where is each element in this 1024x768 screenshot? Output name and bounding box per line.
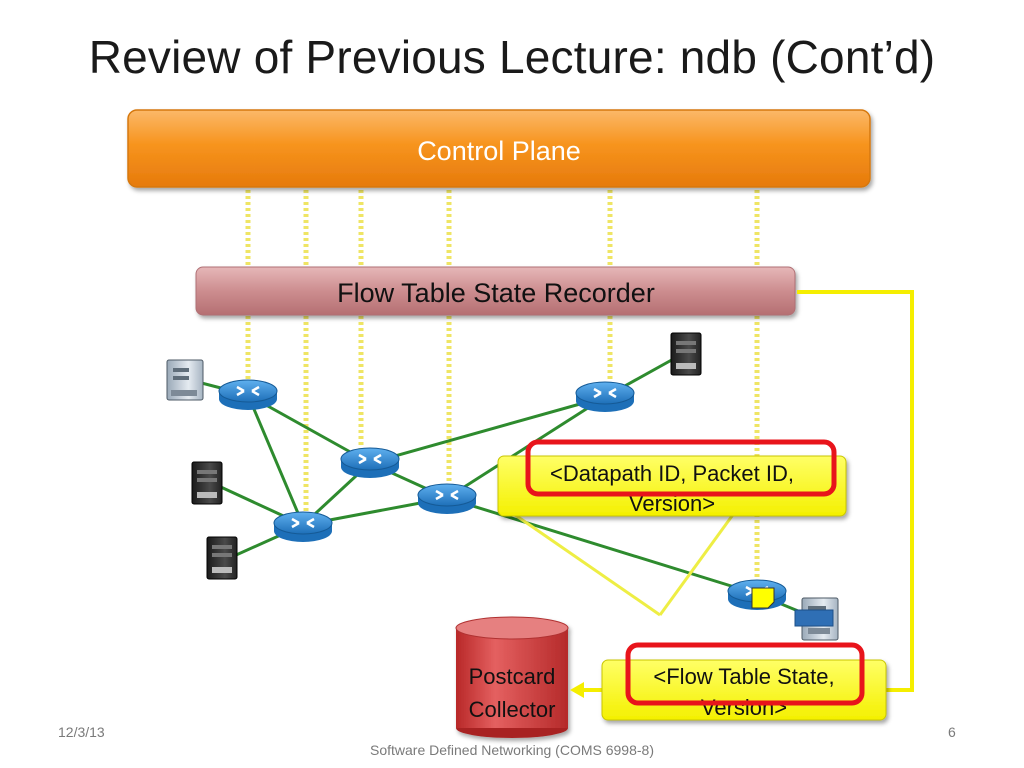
postcard-callout-lines xyxy=(507,504,742,617)
server-icon xyxy=(166,359,204,401)
state-label-line2: Version> xyxy=(701,695,787,720)
recorder-label: Flow Table State Recorder xyxy=(337,278,655,308)
collector-label-line2: Collector xyxy=(469,697,556,722)
postcard-annotation-box xyxy=(497,455,847,517)
footer-course: Software Defined Networking (COMS 6998-8… xyxy=(369,742,654,758)
server-icon xyxy=(191,461,223,505)
control-plane-label: Control Plane xyxy=(417,136,581,166)
slide-title: Review of Previous Lecture: ndb (Cont’d) xyxy=(88,31,936,83)
router-icon xyxy=(575,381,635,412)
link xyxy=(446,496,758,596)
router-icon xyxy=(340,447,400,478)
postcard-highlight xyxy=(525,439,837,497)
postcard-icon xyxy=(751,587,775,609)
collector-label-line1: Postcard xyxy=(469,664,556,689)
router-icon xyxy=(417,483,477,514)
server-icon xyxy=(670,332,702,376)
server-icon xyxy=(206,536,238,580)
link xyxy=(369,395,606,465)
link xyxy=(246,394,305,526)
packet-icon xyxy=(794,609,834,627)
postcard-label-line1: <Datapath ID, Packet ID, xyxy=(550,461,794,486)
state-to-collector-arrow xyxy=(570,682,603,698)
recorder-feedback-path xyxy=(797,290,914,692)
control-plane-box xyxy=(127,109,871,188)
state-highlight xyxy=(625,642,865,706)
footer-date: 12/3/13 xyxy=(58,724,105,740)
footer-page-number: 6 xyxy=(948,724,956,740)
collector-cylinder xyxy=(455,616,569,738)
state-label-line1: <Flow Table State, xyxy=(653,664,834,689)
router-icon xyxy=(273,511,333,542)
router-icon xyxy=(218,379,278,410)
link xyxy=(446,395,606,500)
recorder-box xyxy=(195,266,796,316)
